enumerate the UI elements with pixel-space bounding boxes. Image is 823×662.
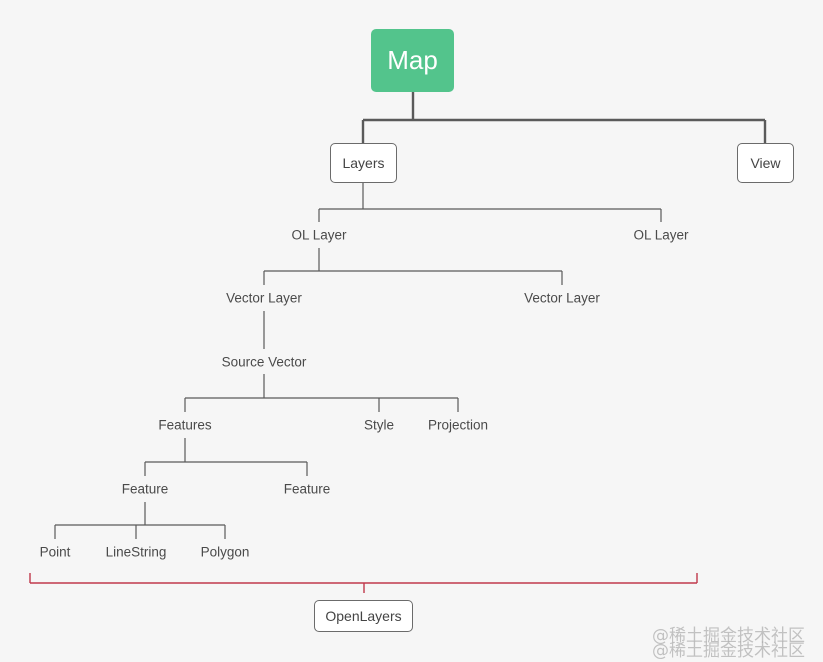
node-point[interactable]: Point bbox=[39, 544, 71, 560]
node-view[interactable]: View bbox=[737, 143, 794, 183]
node-source-vector[interactable]: Source Vector bbox=[221, 354, 307, 370]
node-projection[interactable]: Projection bbox=[427, 417, 489, 433]
node-style[interactable]: Style bbox=[363, 417, 395, 433]
node-map[interactable]: Map bbox=[371, 29, 454, 92]
node-features[interactable]: Features bbox=[158, 417, 212, 433]
node-layers[interactable]: Layers bbox=[330, 143, 397, 183]
node-feature-2[interactable]: Feature bbox=[283, 481, 331, 497]
node-polygon[interactable]: Polygon bbox=[200, 544, 250, 560]
summary-bracket bbox=[29, 573, 698, 593]
node-ol-layer-2[interactable]: OL Layer bbox=[633, 227, 689, 243]
node-vector-layer-2[interactable]: Vector Layer bbox=[524, 290, 600, 306]
watermark-shadow: @稀土掘金技术社区 bbox=[652, 641, 805, 661]
branch-connectors bbox=[54, 183, 662, 539]
root-connectors bbox=[361, 92, 767, 143]
node-ol-layer-1[interactable]: OL Layer bbox=[291, 227, 347, 243]
watermark: @稀土掘金技术社区 bbox=[652, 626, 805, 646]
node-linestring[interactable]: LineString bbox=[105, 544, 167, 560]
node-openlayers-summary[interactable]: OpenLayers bbox=[314, 600, 413, 632]
node-feature-1[interactable]: Feature bbox=[121, 481, 169, 497]
node-vector-layer-1[interactable]: Vector Layer bbox=[226, 290, 302, 306]
